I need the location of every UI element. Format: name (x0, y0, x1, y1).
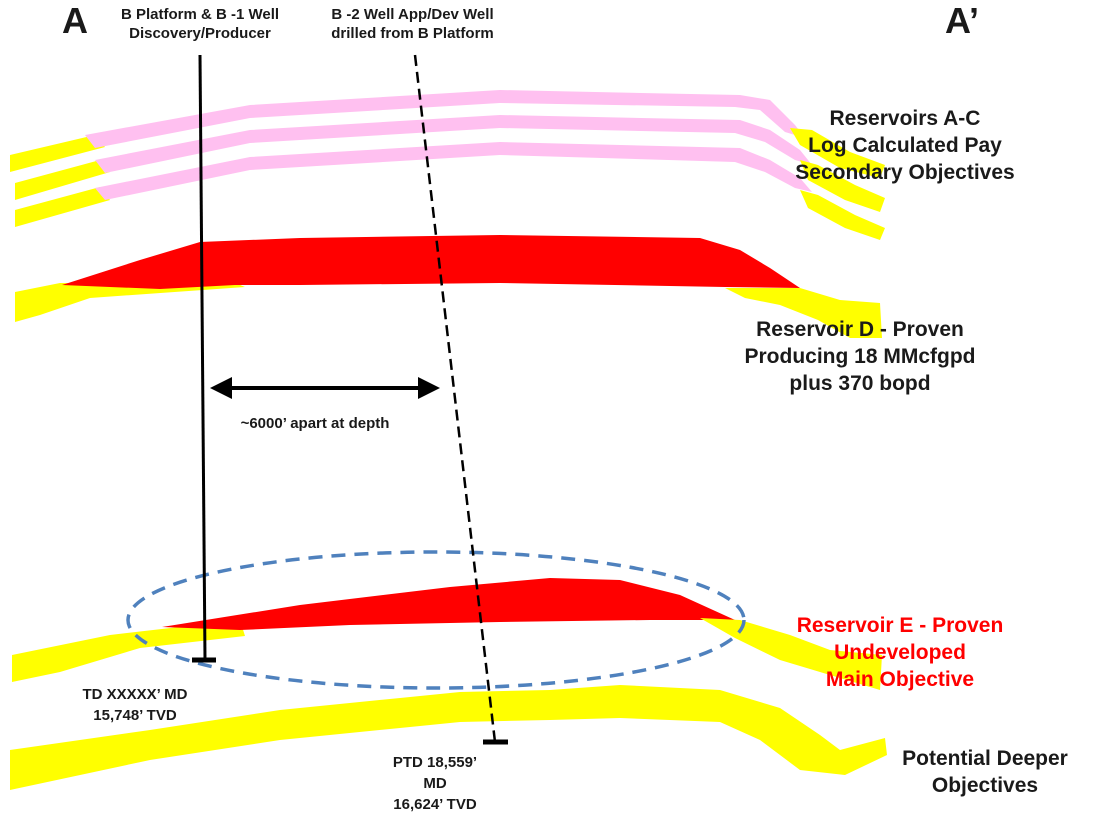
reservoir-e-line2: Undeveloped (834, 641, 966, 664)
b2-well-label-line2: drilled from B Platform (331, 25, 494, 42)
reservoir-e-line1: Reservoir E - Proven (796, 614, 1004, 637)
pink-pay-bed (95, 115, 812, 173)
reservoir-d-line1: Reservoir D - Proven (756, 318, 964, 341)
b2-well-label: B -2 Well App/Dev Well drilled from B Pl… (315, 5, 510, 43)
reservoirs-ac-label: Reservoirs A-C Log Calculated Pay Second… (775, 105, 1035, 186)
b1-td-label: TD XXXXX’ MD 15,748’ TVD (60, 684, 210, 726)
reservoirs-ac-line1: Reservoirs A-C (829, 107, 981, 130)
yellow-bed-ac-right (800, 160, 885, 212)
b2-ptd-line3: 16,624’ TVD (393, 796, 477, 813)
red-reservoir-d (62, 235, 800, 289)
spacing-arrow (210, 377, 440, 399)
b1-td-line1: TD XXXXX’ MD (82, 686, 188, 703)
deeper-objectives-label: Potential Deeper Objectives (870, 745, 1100, 799)
deeper-objectives-line2: Objectives (931, 774, 1039, 797)
section-start-label: A (62, 0, 88, 41)
spacing-label: ~6000’ apart at depth (240, 415, 390, 432)
yellow-bed-d-right (725, 288, 882, 338)
reservoir-ac-beds (10, 90, 885, 240)
reservoir-e-bed (12, 578, 882, 690)
reservoir-e-label: Reservoir E - Proven Undeveloped Main Ob… (770, 612, 1030, 693)
deeper-objectives-line1: Potential Deeper (902, 747, 1068, 770)
reservoir-d-line3: plus 370 bopd (789, 372, 931, 395)
b1-well-label-line1: B Platform & B -1 Well (120, 6, 280, 23)
yellow-bed-e-right (700, 618, 882, 690)
b1-well-label-line2: Discovery/Producer (129, 25, 271, 42)
reservoir-d-bed (15, 235, 882, 338)
reservoir-d-line2: Producing 18 MMcfgpd (744, 345, 976, 368)
yellow-bed-ac-left (15, 160, 110, 200)
b2-ptd-line2: MD (423, 775, 447, 792)
red-reservoir-e (162, 578, 735, 630)
b2-wellbore (413, 54, 497, 743)
pink-pay-bed (95, 142, 812, 200)
b2-well-label-line1: B -2 Well App/Dev Well (331, 6, 494, 23)
b1-well-label: B Platform & B -1 Well Discovery/Produce… (110, 5, 290, 43)
yellow-bed-deeper (10, 685, 887, 790)
reservoirs-ac-line3: Secondary Objectives (795, 161, 1015, 184)
reservoir-e-line3: Main Objective (825, 668, 975, 691)
section-end-label: A’ (945, 0, 980, 41)
yellow-bed-ac-left (15, 187, 110, 227)
yellow-bed-ac-right (790, 128, 885, 178)
b1-td-line2: 15,748’ TVD (93, 707, 177, 724)
yellow-bed-ac-left (10, 135, 105, 172)
reservoir-d-label: Reservoir D - Proven Producing 18 MMcfgp… (730, 316, 990, 397)
yellow-bed-d-left (15, 283, 245, 322)
b1-wellbore (198, 54, 207, 661)
yellow-bed-ac-right (800, 190, 885, 240)
yellow-bed-e-left (12, 620, 245, 682)
b2-ptd-label: PTD 18,559’ MD 16,624’ TVD (375, 752, 495, 815)
pink-pay-bed (85, 90, 805, 148)
main-objective-ellipse (126, 550, 746, 690)
b2-ptd-line1: PTD 18,559’ (392, 754, 478, 771)
reservoirs-ac-line2: Log Calculated Pay (808, 134, 1002, 157)
